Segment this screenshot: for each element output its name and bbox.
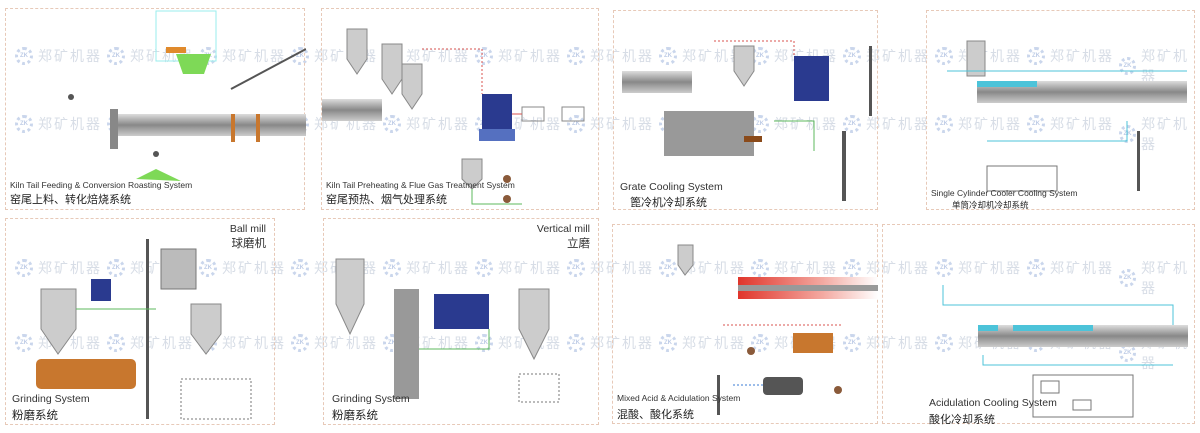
panel-title-zh: 粉磨系统 (12, 410, 58, 422)
zk-logo-icon: ZK (291, 259, 309, 277)
panel-title-zh: 窑尾上料、转化焙烧系统 (10, 194, 131, 206)
panel-title-en: Mixed Acid & Acidulation System (617, 393, 741, 403)
panel-title-en: Grinding System (332, 393, 410, 405)
ball-mill-diagram (36, 239, 252, 420)
panel-title-en: Grate Cooling System (620, 181, 723, 193)
panel-grate-cooling: Grate Cooling System 篦冷机冷却系统 (613, 10, 878, 210)
kiln-feeding-diagram (68, 10, 306, 181)
zk-logo-icon: ZK (291, 334, 309, 352)
panel-title-zh: 粉磨系统 (332, 410, 378, 422)
panel-kiln-tail-preheating: Kiln Tail Preheating & Flue Gas Treatmen… (321, 8, 599, 210)
panel-title-en: Grinding System (12, 393, 90, 405)
panel-title-zh: 酸化冷却系统 (929, 414, 995, 426)
panel-title-zh: 混酸、酸化系统 (617, 409, 694, 421)
panel-title-en: Kiln Tail Feeding & Conversion Roasting … (10, 180, 193, 190)
acidulation-cooling-diagram (942, 285, 1188, 418)
mixed-acid-diagram (677, 244, 878, 415)
grate-cooling-diagram (622, 40, 872, 201)
panel-acidulation-cooling: Acidulation Cooling System 酸化冷却系统 (882, 224, 1195, 426)
panel-title-en: Single Cylinder Cooler Cooling System (931, 188, 1078, 198)
preheating-diagram (322, 28, 585, 205)
panel-title-en: Kiln Tail Preheating & Flue Gas Treatmen… (326, 180, 515, 190)
panel-mixed-acid: Mixed Acid & Acidulation System 混酸、酸化系统 (612, 224, 878, 424)
panel-kiln-tail-feeding: Kiln Tail Feeding & Conversion Roasting … (5, 8, 306, 210)
panel-title-en: Acidulation Cooling System (929, 397, 1057, 409)
panel-title-zh: 单筒冷却机冷却系统 (952, 200, 1029, 210)
panel-title-zh: 窑尾预热、烟气处理系统 (326, 194, 447, 206)
panel-title-zh: 篦冷机冷却系统 (630, 197, 707, 209)
single-cooler-diagram (947, 40, 1187, 192)
panel-single-cylinder-cooler: Single Cylinder Cooler Cooling System 单筒… (926, 10, 1195, 210)
vertical-mill-diagram (335, 258, 560, 403)
